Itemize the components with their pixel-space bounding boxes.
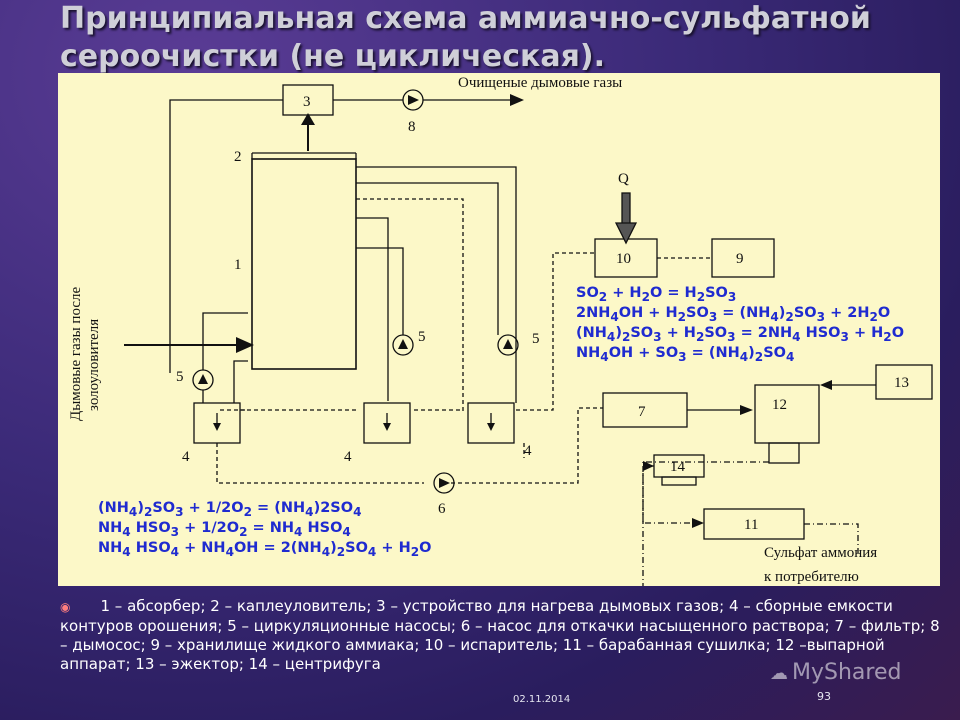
equation-right: NH4OH + SO3 = (NH4)2SO4 [576, 345, 795, 364]
label-product-line2: к потребителю [764, 569, 859, 585]
process-diagram: Очищеные дымовые газы Q Сульфат аммония … [68, 75, 933, 586]
num-4b: 4 [344, 449, 352, 465]
absorber-1 [251, 158, 357, 370]
num-5a: 5 [176, 369, 184, 385]
diagram-panel: Очищеные дымовые газы Q Сульфат аммония … [58, 73, 940, 586]
vessel-4c [467, 402, 515, 444]
equation-left: NH4 HSO3 + 1/2O2 = NH4 HSO4 [98, 520, 351, 539]
pump-6 [433, 472, 455, 494]
num-5b: 5 [418, 329, 426, 345]
num-9: 9 [736, 251, 744, 267]
slide-title-line1: Принципиальная схема аммиачно-сульфатной [60, 1, 871, 36]
num-6: 6 [438, 501, 446, 517]
label-flue-gas-line1: Дымовые газы после [68, 287, 84, 421]
equation-left: NH4 HSO4 + NH4OH = 2(NH4)2SO4 + H2O [98, 540, 432, 559]
num-8: 8 [408, 119, 416, 135]
watermark-text: MyShared [792, 660, 902, 685]
slide-title-line2: сероочистки (не циклическая). [60, 39, 605, 74]
num-14: 14 [670, 459, 686, 475]
legend-caption: ◉1 – абсорбер; 2 – каплеуловитель; 3 – у… [60, 597, 940, 674]
page-number: 93 [817, 690, 831, 703]
legend-text: 1 – абсорбер; 2 – каплеуловитель; 3 – ус… [60, 597, 940, 673]
num-4a: 4 [182, 449, 190, 465]
num-7: 7 [638, 404, 646, 420]
evaporator-apparatus-12 [754, 384, 820, 444]
num-13: 13 [894, 375, 909, 391]
pump-5b [392, 334, 414, 356]
num-11: 11 [744, 517, 758, 533]
num-4c: 4 [524, 443, 532, 459]
label-flue-gas-line2: золоуловителя [86, 319, 102, 411]
num-3: 3 [303, 94, 311, 110]
ejector-13 [875, 364, 933, 400]
num-5c: 5 [532, 331, 540, 347]
equation-left: (NH4)2SO3 + 1/2O2 = (NH4)2SO4 [98, 500, 362, 519]
num-12: 12 [772, 397, 787, 413]
bullet-icon: ◉ [60, 600, 71, 614]
vessel-4b [363, 402, 411, 444]
equation-right: (NH4)2SO3 + H2SO3 = 2NH4 HSO3 + H2O [576, 325, 905, 344]
label-product-line1: Сульфат аммония [764, 545, 877, 561]
num-10: 10 [616, 251, 631, 267]
label-clean-gas: Очищеные дымовые газы [458, 75, 622, 91]
equations-right: SO2 + H2O = H2SO3 2NH4OH + H2SO3 = (NH4)… [576, 283, 905, 364]
watermark: ☁MyShared [770, 660, 901, 685]
footer-date: 02.11.2014 [513, 694, 571, 705]
equations-left: (NH4)2SO3 + 1/2O2 = (NH4)2SO4 NH4 HSO3 +… [98, 498, 432, 559]
label-q: Q [618, 171, 629, 187]
storage-9 [711, 238, 775, 278]
num-2: 2 [234, 149, 242, 165]
cloud-icon: ☁ [770, 663, 788, 684]
equation-right: 2NH4OH + H2SO3 = (NH4)2SO3 + 2H2O [576, 305, 891, 324]
slide-title: Принципиальная схема аммиачно-сульфатной… [60, 0, 940, 76]
equation-right: SO2 + H2O = H2SO3 [576, 285, 737, 304]
num-1: 1 [234, 257, 242, 273]
pump-5c [497, 334, 519, 356]
